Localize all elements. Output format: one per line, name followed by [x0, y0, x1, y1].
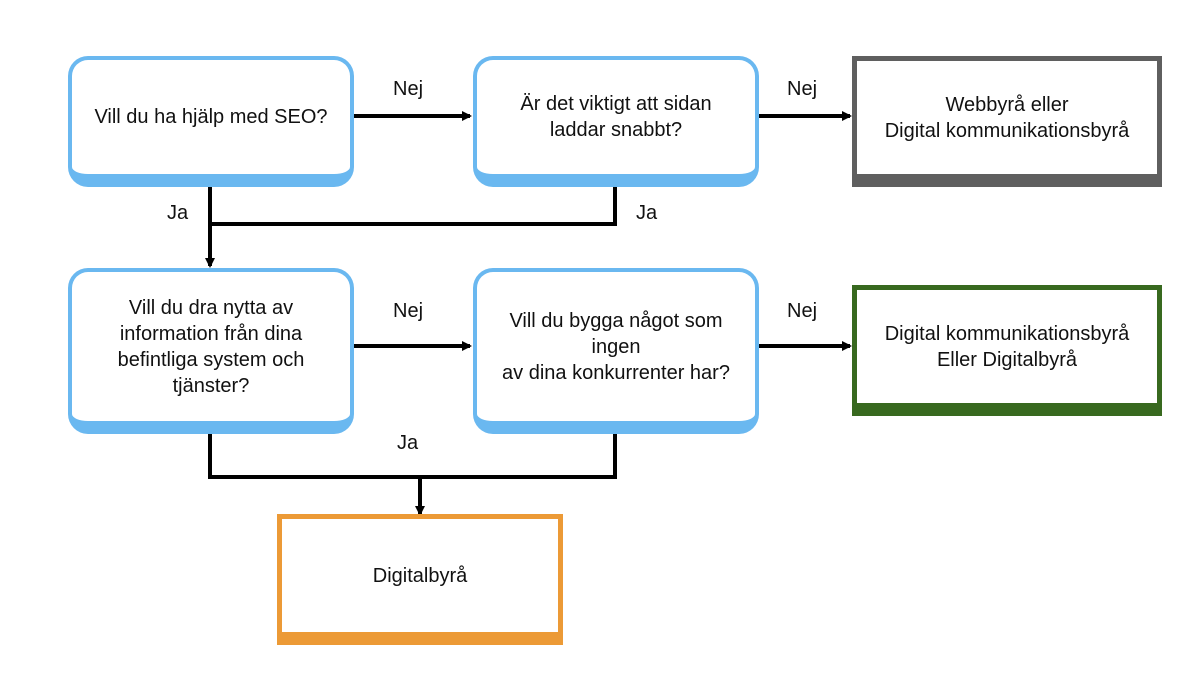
result-webbyra: Webbyrå eller Digital kommunikationsbyrå [852, 56, 1162, 187]
edge-label-q4-r2: Nej [787, 300, 818, 322]
connector-q3-q4-ja [208, 424, 617, 479]
result-digitalbyra-text: Digitalbyrå [372, 564, 468, 587]
edge-label-q3q4-ja: Ja [397, 432, 419, 454]
question-existing-systems: Vill du dra nytta av information från di… [68, 268, 354, 434]
edge-label-q1-ja: Ja [167, 202, 189, 224]
edge-label-q1-q2: Nej [393, 78, 424, 100]
result-digital-kommunikationsbyra: Digital kommunikationsbyrå Eller Digital… [852, 285, 1162, 416]
question-existing-systems-text: Vill du dra nytta av information från di… [117, 296, 305, 397]
question-load-speed: Är det viktigt att sidan laddar snabbt? [473, 56, 759, 187]
edge-label-q2-ja: Ja [636, 202, 658, 224]
question-build-unique: Vill du bygga något som ingen av dina ko… [473, 268, 759, 434]
question-seo-text: Vill du ha hjälp med SEO? [94, 106, 328, 128]
edge-label-q3-q4: Nej [393, 300, 424, 322]
connector-q1-ja [208, 178, 617, 226]
question-load-speed-text: Är det viktigt att sidan laddar snabbt? [520, 93, 712, 141]
result-digital-kommunikationsbyra-text: Digital kommunikationsbyrå Eller Digital… [884, 322, 1130, 371]
result-webbyra-text: Webbyrå eller Digital kommunikationsbyrå [884, 93, 1130, 142]
question-seo: Vill du ha hjälp med SEO? [68, 56, 354, 187]
edge-label-q2-r1: Nej [787, 78, 818, 100]
question-build-unique-text: Vill du bygga något som ingen av dina ko… [502, 309, 730, 384]
result-digitalbyra: Digitalbyrå [277, 514, 563, 645]
